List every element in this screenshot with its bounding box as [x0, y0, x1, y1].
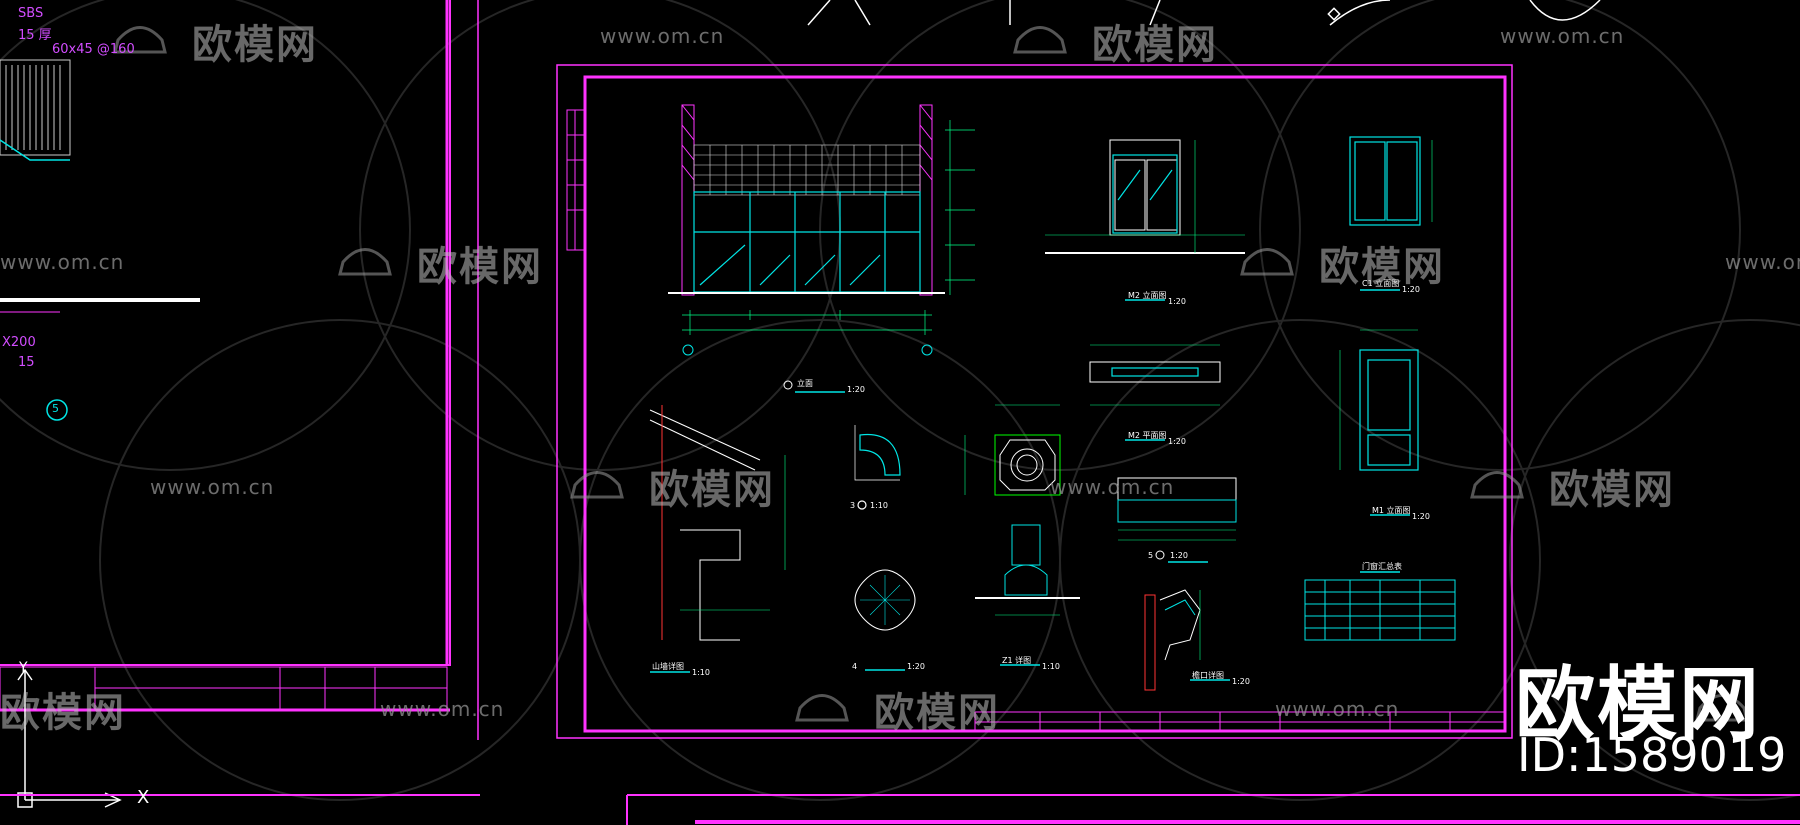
detail-3 — [854, 425, 901, 510]
watermark-url: www.om.cn — [600, 24, 725, 48]
watermark-logo: 欧模网 — [874, 690, 1000, 736]
watermark-url: www.om.cn — [1500, 24, 1625, 48]
scale-detail-3: 1:10 — [870, 501, 888, 510]
watermark-logo: 欧模网 — [1549, 467, 1675, 513]
detail-gable — [649, 405, 786, 673]
scale-detail-4: 1:20 — [907, 662, 925, 671]
scale-c1-elevation: 1:20 — [1402, 285, 1420, 294]
watermark-logo: 欧模网 — [1319, 244, 1445, 290]
ucs-x-label: X — [137, 787, 150, 808]
detail-4 — [854, 569, 916, 671]
scale-detail-5: 1:20 — [1170, 551, 1188, 560]
scale-m2-plan: 1:20 — [1168, 437, 1186, 446]
label-front-elevation: 立面 — [797, 379, 813, 388]
note-thickness: 15 厚 — [18, 28, 52, 43]
c1-elevation — [1349, 136, 1433, 291]
watermark-url: www.om.cn — [1725, 250, 1800, 274]
watermark-sofa-icons — [113, 26, 1749, 722]
label-m1-elevation: M1 立面图 — [1372, 506, 1411, 515]
watermark-logo: 欧模网 — [649, 467, 775, 513]
note-15: 15 — [18, 355, 35, 370]
scale-eave-detail: 1:20 — [1232, 677, 1250, 686]
label-m2-plan: M2 平面图 — [1128, 431, 1167, 440]
m1-elevation — [1339, 329, 1419, 516]
detail-z1 — [975, 524, 1080, 666]
grid-bubble-5: 5 — [52, 402, 59, 415]
note-spacing: 60x45 @160 — [52, 42, 135, 57]
left-sheet — [0, 0, 479, 808]
brand-logo-text: 欧模网 — [1515, 658, 1761, 751]
ucs-y-label: Y — [19, 660, 28, 676]
door-window-schedule — [1304, 571, 1456, 641]
watermark-url: www.om.cn — [380, 697, 505, 721]
m2-elevation — [1045, 139, 1245, 301]
label-eave-detail: 檐口详图 — [1192, 671, 1224, 680]
label-z1-detail: Z1 详图 — [1002, 656, 1032, 665]
m2-plan — [1089, 344, 1221, 441]
watermark-url: www.om.cn — [150, 475, 275, 499]
watermark-url: www.om.cn — [0, 250, 125, 274]
title-block — [974, 711, 1505, 731]
note-sbs: SBS — [18, 6, 44, 21]
watermark-logo: 欧模网 — [0, 690, 126, 736]
ucs-icon — [17, 668, 122, 808]
scale-m1-elevation: 1:20 — [1412, 512, 1430, 521]
scale-m2-elevation: 1:20 — [1168, 297, 1186, 306]
watermark-logo: 欧模网 — [417, 244, 543, 290]
top-large-lettering — [807, 0, 1601, 26]
watermark-url: www.om.cn — [1275, 697, 1400, 721]
detail-5 — [1117, 477, 1237, 563]
note-x200: X200 — [2, 335, 36, 350]
label-detail-3: 3 — [850, 501, 856, 510]
brand-id: ID:1589019 — [1517, 728, 1787, 782]
watermark-url: www.om.cn — [1050, 475, 1175, 499]
label-m2-elevation: M2 立面图 — [1128, 291, 1167, 300]
watermark-logo: 欧模网 — [192, 22, 318, 68]
watermark-logo: 欧模网 — [1092, 22, 1218, 68]
label-gable-detail: 山墙详图 — [652, 662, 684, 671]
label-schedule: 门窗汇总表 — [1362, 562, 1402, 571]
column-base — [964, 404, 1061, 496]
label-detail-5: 5 — [1148, 551, 1154, 560]
main-sheet — [556, 64, 1513, 739]
front-elevation — [668, 104, 975, 393]
scale-z1-detail: 1:10 — [1042, 662, 1060, 671]
scale-gable-detail: 1:10 — [692, 668, 710, 677]
scale-front-elevation: 1:20 — [847, 385, 865, 394]
label-detail-4: 4 — [852, 662, 858, 671]
detail-eave — [1144, 589, 1230, 691]
label-c1-elevation: C1 立面图 — [1362, 279, 1400, 288]
